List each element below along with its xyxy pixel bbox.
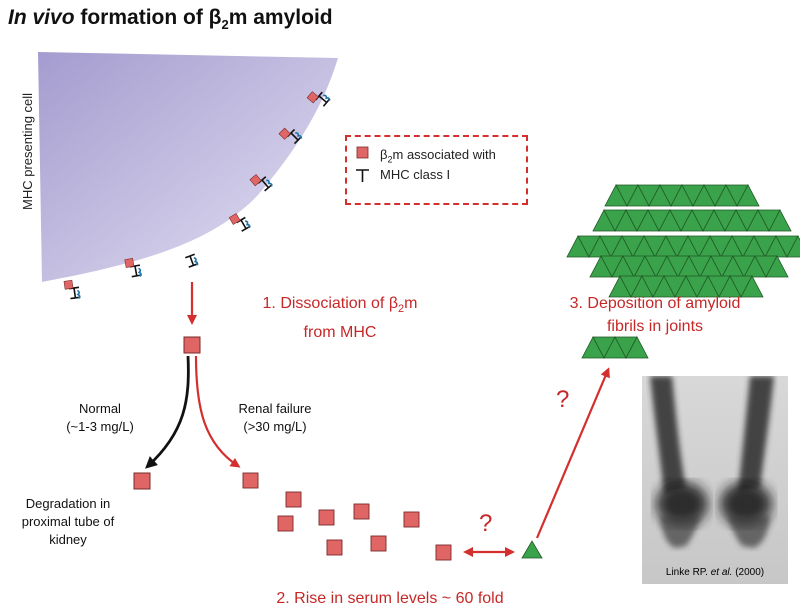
b2m-degradation-square — [133, 472, 151, 490]
legend-box: β2m associated with MHC class I — [345, 135, 528, 205]
legend-item-b2m: β2m associated with — [380, 147, 496, 165]
legend-b2m-square-icon — [356, 146, 369, 159]
mhc-molecule-icon — [124, 257, 142, 278]
step1-label: 1. Dissociation of β2m from MHC — [262, 295, 418, 342]
mhc-molecule-icon — [249, 174, 273, 192]
mhc-presenting-cell — [38, 52, 338, 282]
mhc-molecule-icon — [278, 127, 303, 145]
step3-label: 3. Deposition of amyloid fibrils in join… — [569, 295, 741, 335]
scintigraphy-image — [642, 376, 788, 584]
b2m-serum-square — [277, 515, 294, 532]
mhc-molecule-icon — [306, 91, 331, 107]
b2m-square-icon — [228, 213, 241, 225]
b2m-serum-square — [403, 511, 420, 528]
b2m-serum-square — [318, 509, 335, 526]
legend-item-mhc: MHC class I — [380, 167, 451, 182]
citation: Linke RP. et al. (2000) — [665, 567, 765, 578]
question-mark-deposition: ? — [556, 386, 570, 413]
b2m-square-icon — [249, 174, 262, 187]
fibril-triangle — [740, 275, 764, 298]
fibril-triangle — [736, 184, 760, 207]
b2m-serum-square — [242, 472, 259, 489]
b2m-square-icon — [124, 257, 135, 268]
b2m-serum-square — [370, 535, 387, 552]
b2m-free-square — [183, 336, 201, 354]
fibril-triangle — [625, 336, 649, 359]
normal-label: Normal (~1-3 mg/L) — [66, 401, 134, 434]
arrow-normal-branch — [145, 355, 190, 469]
arrow-renal-branch — [194, 355, 241, 468]
cell-label: MHC presenting cell — [20, 92, 35, 210]
step2-label: 2. Rise in serum levels ~ 60 fold — [276, 590, 504, 607]
b2m-square-icon — [306, 91, 319, 104]
mhc-molecules — [63, 91, 331, 300]
mhc-molecule-icon — [185, 253, 199, 268]
b2m-serum-square — [285, 491, 302, 508]
degradation-label: Degradation in proximal tube of kidney — [21, 496, 115, 547]
b2m-square-icon — [63, 279, 74, 290]
fibril-triangle — [765, 255, 789, 278]
arrow-deposition — [535, 367, 610, 539]
serum-b2m-squares — [242, 472, 452, 561]
mhc-molecule-icon — [63, 279, 81, 300]
legend-mhc-icon — [356, 169, 369, 182]
fibril-triangle-single — [521, 540, 543, 559]
b2m-serum-square — [326, 539, 343, 556]
fibril-triangle — [786, 235, 800, 258]
b2m-square-icon — [278, 127, 291, 140]
b2m-serum-square — [435, 544, 452, 561]
amyloid-fibrils — [566, 184, 800, 359]
mhc-molecule-icon — [228, 213, 251, 232]
fibril-triangle — [768, 209, 792, 232]
renal-failure-label: Renal failure (>30 mg/L) — [238, 401, 312, 434]
b2m-serum-square — [353, 503, 370, 520]
page-title: In vivo formation of β2m amyloid — [8, 6, 333, 33]
question-mark-serum: ? — [479, 510, 493, 537]
